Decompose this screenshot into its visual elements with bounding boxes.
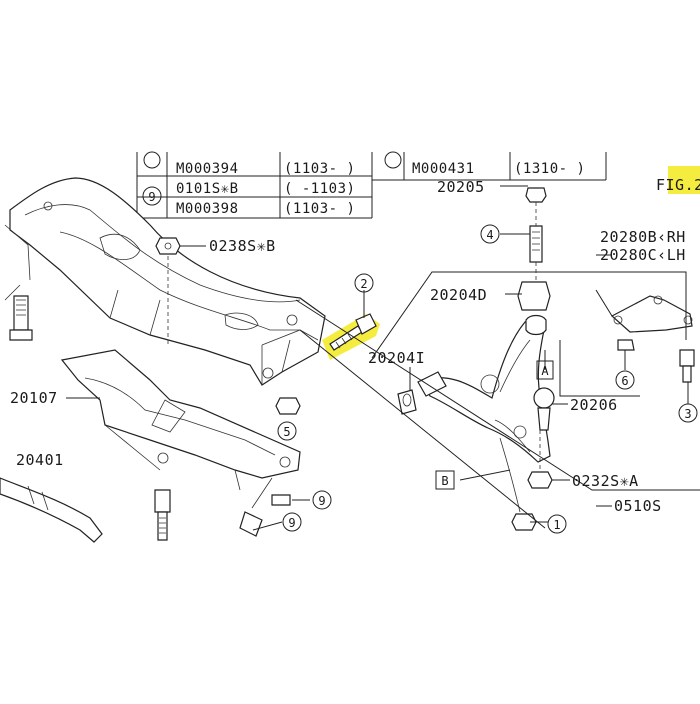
ref-box-b bbox=[435, 470, 455, 490]
part-labels: 20205 20280B‹RH 20280C‹LH 0238S✳B 20204D… bbox=[10, 178, 686, 515]
highlighted-bolt bbox=[322, 296, 380, 360]
ref-box-a-label: A bbox=[541, 364, 549, 378]
callout-9: 9 bbox=[288, 516, 295, 530]
supersession-table: 9 M000394 (1103- ) M000431 (1310- ) 0101… bbox=[136, 151, 607, 219]
label-20205: 20205 bbox=[437, 178, 485, 196]
callout-4: 4 bbox=[486, 228, 493, 242]
label-0510s: 0510S bbox=[614, 497, 662, 515]
callout-circle bbox=[678, 403, 698, 423]
label-0232s: 0232S✳A bbox=[572, 472, 639, 490]
callout-circle bbox=[547, 514, 567, 534]
figure-tag: FIG.2 bbox=[656, 166, 700, 194]
table-part-number: M000431 bbox=[412, 161, 475, 177]
crossmember-drawing bbox=[4, 177, 326, 386]
callout-3: 3 bbox=[684, 407, 691, 421]
table-date-range: (1103- ) bbox=[284, 161, 355, 177]
lower-arm-drawing bbox=[397, 187, 555, 531]
leader-lines bbox=[66, 185, 700, 531]
table-callout-number: 9 bbox=[148, 190, 155, 204]
callout-circle bbox=[615, 370, 635, 390]
reference-boxes: A B bbox=[435, 360, 554, 490]
callout-circle bbox=[312, 490, 332, 510]
callout-2: 2 bbox=[360, 277, 367, 291]
ref-box-a bbox=[536, 360, 554, 380]
rear-bracket-drawing bbox=[610, 295, 695, 383]
callout-circle bbox=[480, 224, 500, 244]
figure-tag-text: FIG.2 bbox=[656, 176, 700, 194]
table-date-range: (1310- ) bbox=[514, 161, 585, 177]
table-date-range: ( -1103) bbox=[284, 181, 355, 197]
ref-box-b-label: B bbox=[441, 474, 448, 488]
table-date-range: (1103- ) bbox=[284, 201, 355, 217]
table-part-number: M000398 bbox=[176, 201, 239, 217]
callout-circle bbox=[282, 512, 302, 532]
callout-circle bbox=[354, 273, 374, 293]
table-callout-circle bbox=[143, 151, 161, 169]
callout-circle bbox=[277, 421, 297, 441]
table-callout-circle bbox=[142, 186, 162, 206]
callout-5: 5 bbox=[283, 425, 290, 439]
figure-tag-highlight bbox=[668, 166, 700, 194]
table-part-number: M000394 bbox=[176, 161, 239, 177]
stabilizer-bar-drawing bbox=[0, 477, 103, 543]
table-part-number: 0101S✳B bbox=[176, 181, 239, 197]
callouts: 2 4 5 6 3 9 9 1 bbox=[277, 224, 698, 534]
support-plate-drawing bbox=[60, 349, 301, 491]
label-20107: 20107 bbox=[10, 389, 58, 407]
label-0238s: 0238S✳B bbox=[209, 237, 276, 255]
callout-1: 1 bbox=[553, 518, 560, 532]
callout-9: 9 bbox=[318, 494, 325, 508]
label-20401: 20401 bbox=[16, 451, 64, 469]
label-20204i: 20204I bbox=[368, 349, 425, 367]
table-callout-circle bbox=[384, 151, 402, 169]
bolt-drawings bbox=[9, 237, 310, 541]
label-20204d: 20204D bbox=[430, 286, 487, 304]
label-20280b: 20280B‹RH bbox=[600, 228, 686, 246]
label-20280c: 20280C‹LH bbox=[600, 246, 686, 264]
label-20206: 20206 bbox=[570, 396, 618, 414]
callout-6: 6 bbox=[621, 374, 628, 388]
